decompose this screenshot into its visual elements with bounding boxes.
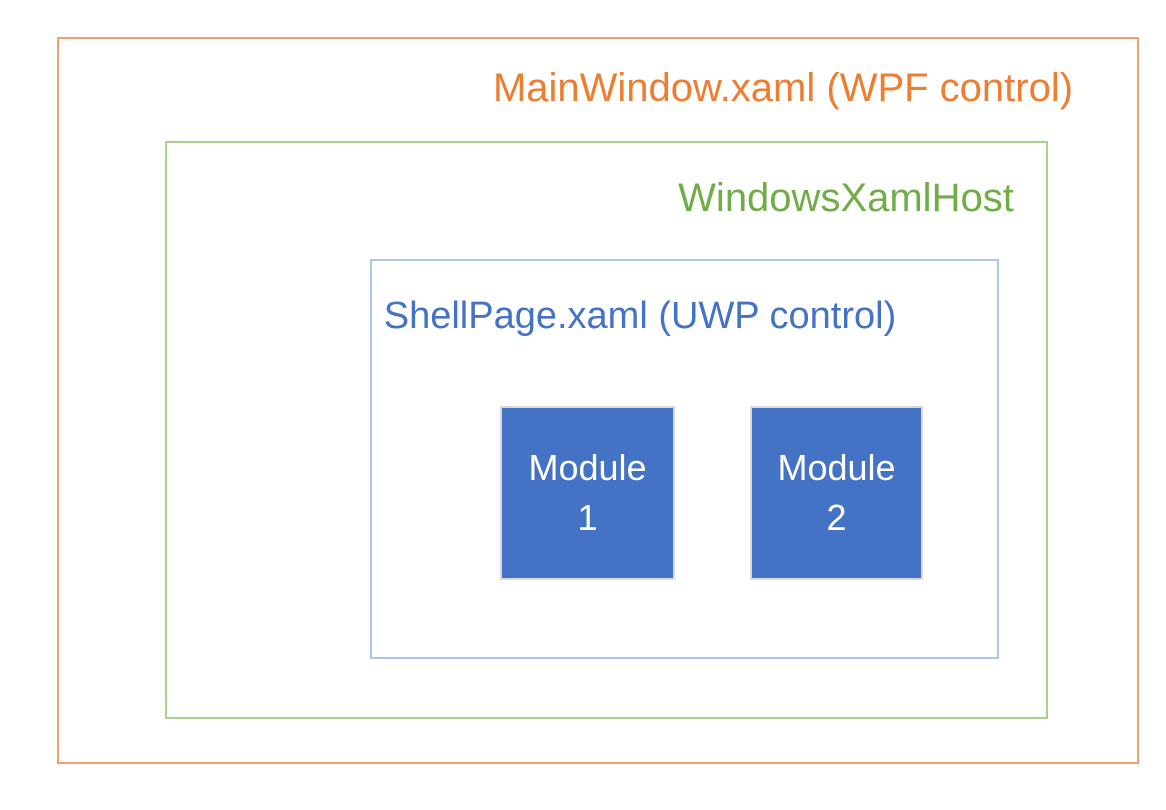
mainwindow-label: MainWindow.xaml (WPF control) [492, 66, 1074, 110]
shellpage-box: ShellPage.xaml (UWP control) Module 1 Mo… [370, 259, 999, 659]
module-1-box: Module 1 [500, 406, 675, 580]
shellpage-label: ShellPage.xaml (UWP control) [383, 295, 897, 337]
module-1-label-line2: 1 [577, 497, 598, 538]
module-1-label-line1: Module [528, 446, 647, 488]
module-2-label-line1: Module [777, 446, 896, 488]
module-2-box: Module 2 [750, 406, 923, 580]
windowsxamlhost-box: WindowsXamlHost ShellPage.xaml (UWP cont… [165, 141, 1048, 719]
module-2-label-line2: 2 [826, 497, 847, 538]
windowsxamlhost-label: WindowsXamlHost [678, 176, 1014, 220]
mainwindow-box: MainWindow.xaml (WPF control) WindowsXam… [57, 37, 1139, 764]
